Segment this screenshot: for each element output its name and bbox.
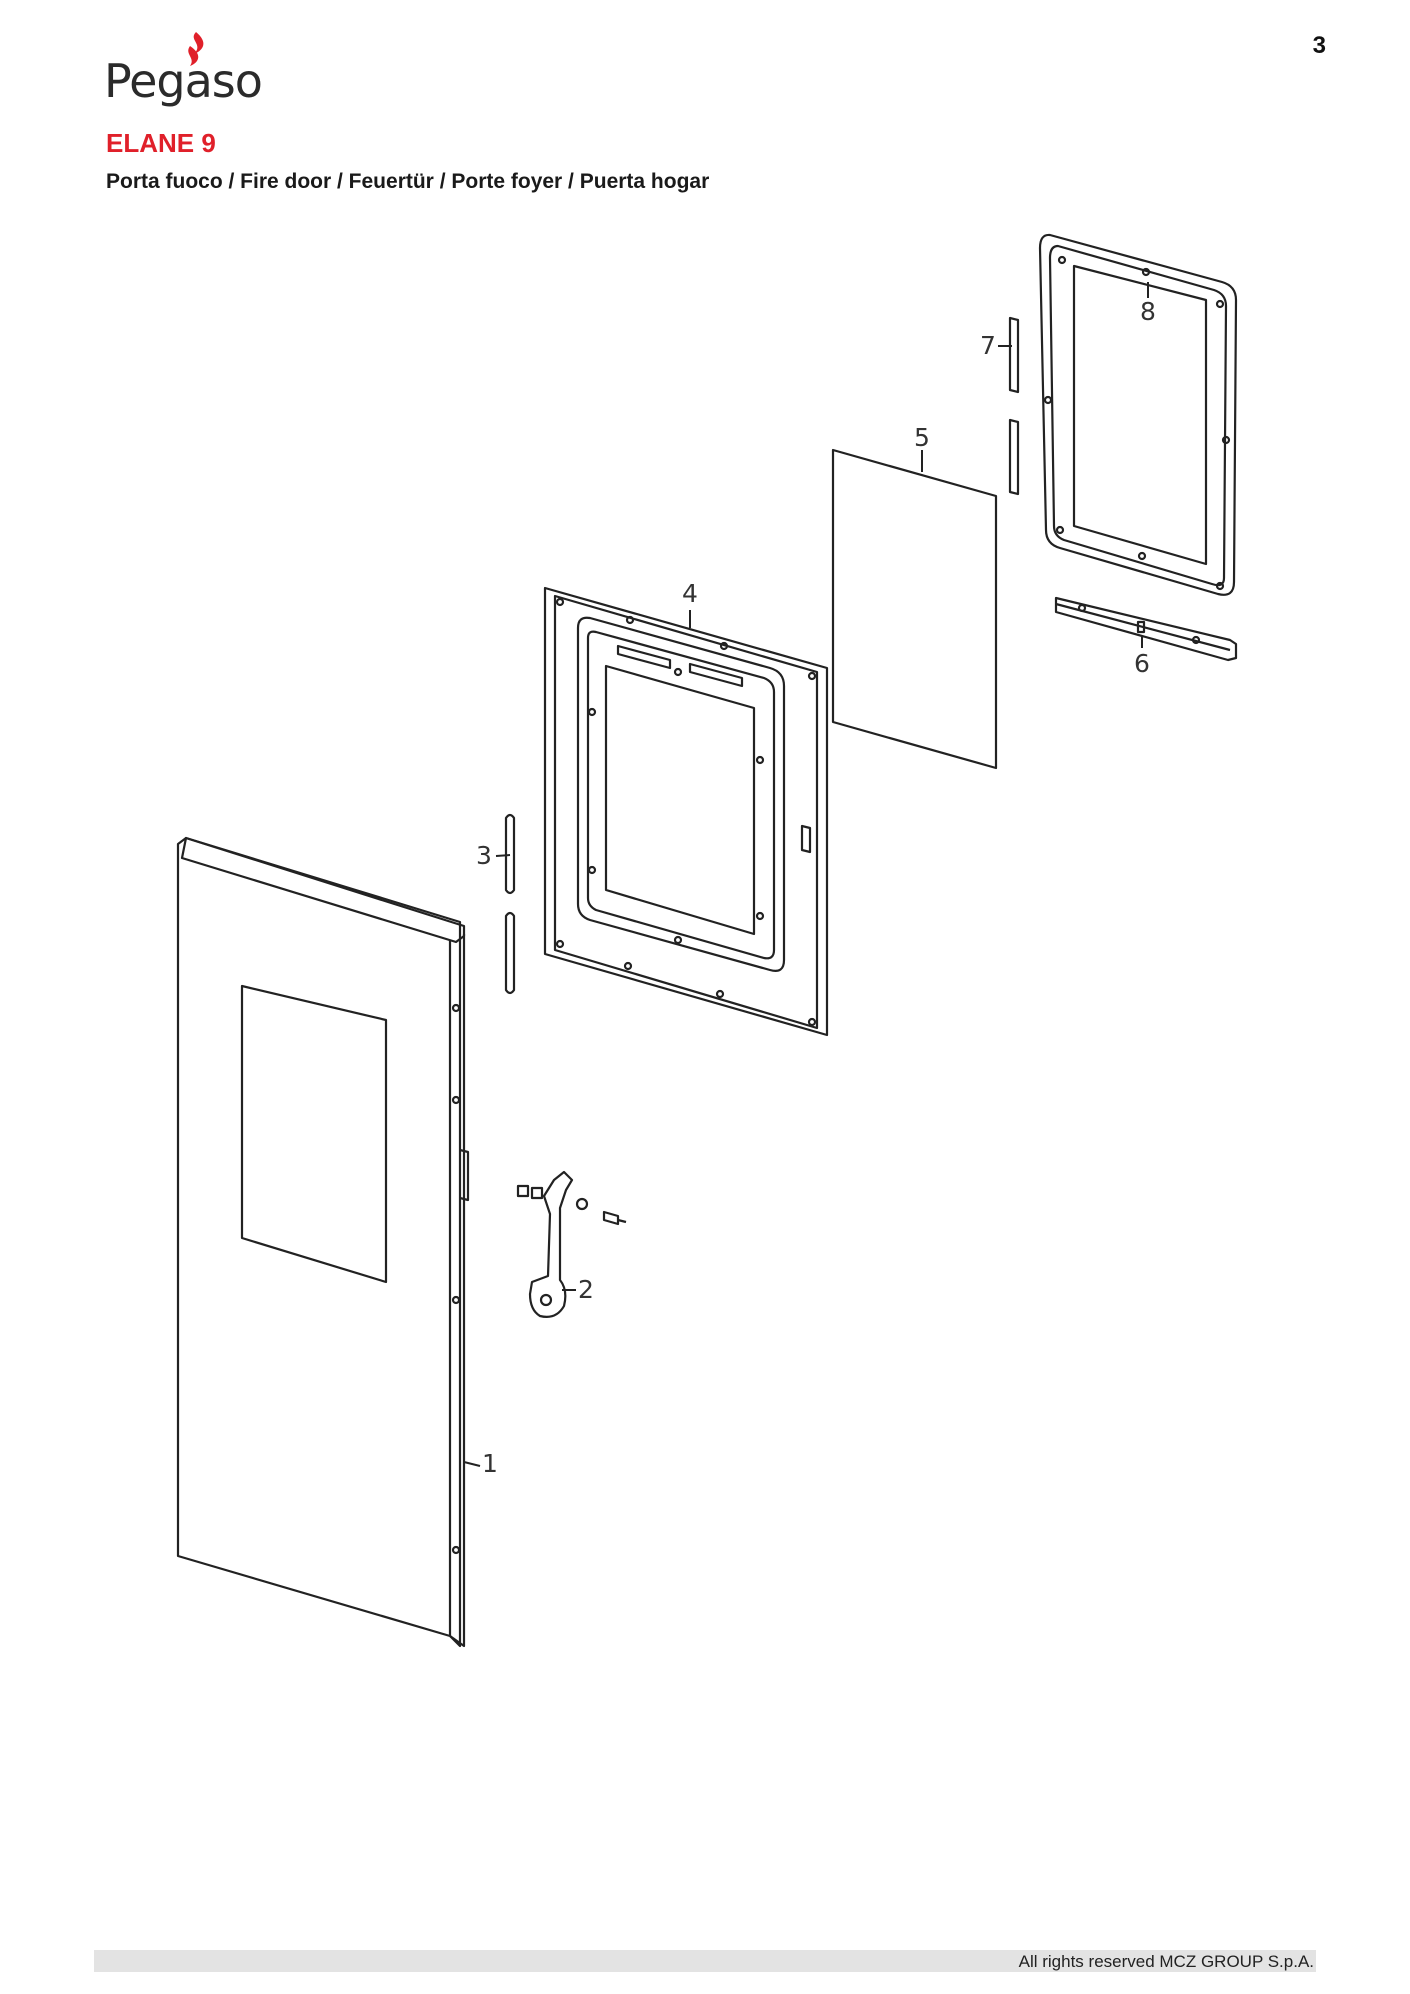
part-6-glass-holder	[1054, 596, 1238, 662]
leader-lines	[463, 282, 1149, 1467]
callout-2: 2	[578, 1275, 594, 1304]
part-7-glass-clips	[1008, 316, 1020, 496]
brand-logo: Pegaso	[104, 30, 284, 120]
callout-6: 6	[1134, 649, 1150, 678]
copyright-notice: All rights reserved MCZ GROUP S.p.A.	[1018, 1952, 1314, 1971]
flame-icon	[188, 32, 204, 66]
callout-4: 4	[682, 579, 698, 608]
part-4-inner-frame	[543, 586, 829, 1037]
part-5-glass-panel	[831, 448, 998, 770]
callout-8: 8	[1140, 297, 1156, 326]
callout-5: 5	[914, 423, 930, 452]
part-1-door-panel	[176, 836, 470, 1648]
part-3-hinge-pins	[504, 813, 516, 995]
part-2-handle	[516, 1170, 627, 1318]
callout-1: 1	[482, 1449, 498, 1478]
footer-bar	[94, 1950, 1316, 1972]
callout-3: 3	[476, 841, 492, 870]
part-8-gasket-frame	[1038, 233, 1238, 596]
section-subtitle: Porta fuoco / Fire door / Feuertür / Por…	[106, 170, 710, 193]
callout-7: 7	[980, 331, 996, 360]
model-title: ELANE 9	[106, 128, 216, 158]
page-number: 3	[1312, 32, 1326, 59]
brand-wordmark: Pegaso	[104, 54, 263, 108]
